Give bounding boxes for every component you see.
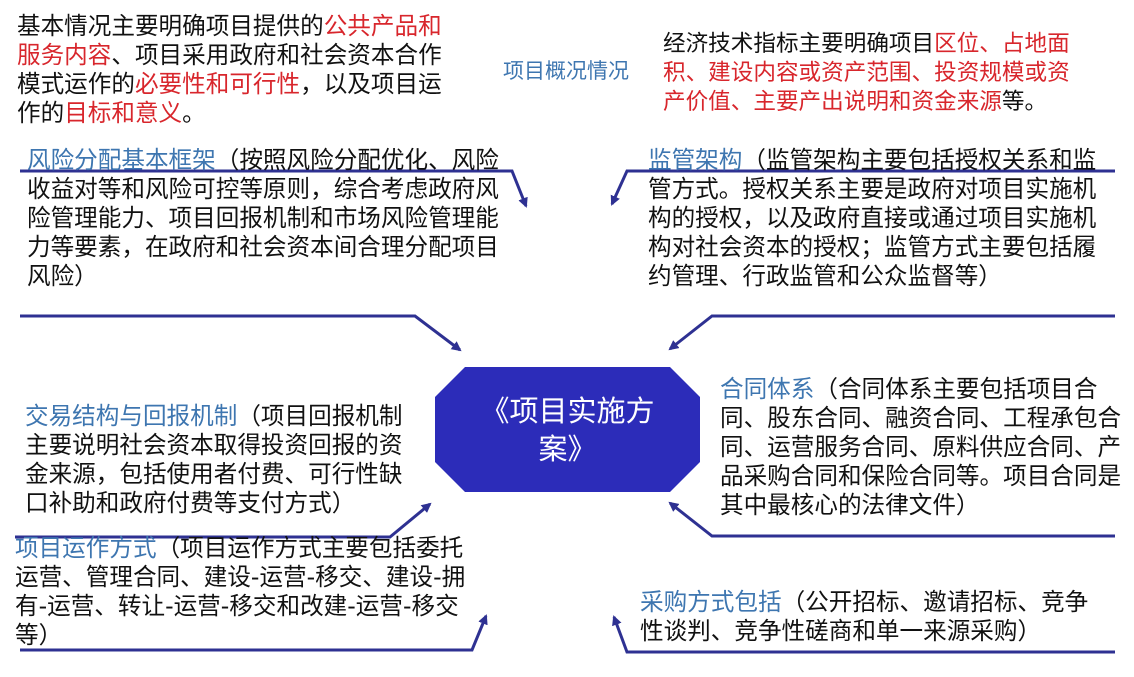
- procurement-label: 采购方式包括: [640, 588, 782, 616]
- risk-label: 风险分配基本框架: [27, 146, 216, 174]
- arrow-upper-right: [668, 314, 1115, 351]
- text-segment: 经济技术指标主要明确项目: [663, 31, 935, 57]
- arrow-risk: [20, 169, 528, 208]
- transaction-text: （项目回报机制主要说明社会资本取得投资回报的资金来源，包括使用者付费、可行性缺口…: [25, 402, 403, 517]
- arrow-transaction: [15, 502, 432, 539]
- transaction-label: 交易结构与回报机制: [25, 402, 238, 430]
- contract-text: （合同体系主要包括项目合同、股东合同、融资合同、工程承包合同、运营服务合同、原料…: [720, 375, 1122, 519]
- overview-label: 项目概况情况: [503, 59, 629, 83]
- center-node: 《项目实施方案》: [435, 367, 700, 492]
- basic-info-text: 基本情况主要明确项目提供的公共产品和服务内容、项目采用政府和社会资本合作模式运作…: [17, 12, 447, 128]
- supervision-label: 监管架构: [648, 146, 743, 174]
- supervision-text: （监管架构主要包括授权关系和监管方式。授权关系主要是政府对项目实施机构的授权，以…: [648, 146, 1097, 290]
- operation-block: 项目运作方式（项目运作方式主要包括委托运营、管理合同、建设-运营-移交、建设-拥…: [15, 534, 480, 650]
- highlight-text: 目标和意义: [64, 99, 183, 127]
- text-segment: 基本情况主要明确项目提供的: [17, 12, 324, 40]
- supervision-block: 监管架构（监管架构主要包括授权关系和监管方式。授权关系主要是政府对项目实施机构的…: [648, 146, 1118, 291]
- procurement-block: 采购方式包括（公开招标、邀请招标、竞争性谈判、竞争性磋商和单一来源采购）: [640, 588, 1095, 646]
- text-segment: ，以及项目运作的: [17, 70, 442, 127]
- operation-text: （项目运作方式主要包括委托运营、管理合同、建设-运营-移交、建设-拥有-运营、转…: [15, 534, 466, 649]
- risk-block: 风险分配基本框架（按照风险分配优化、风险收益对等和风险可控等原则，综合考虑政府风…: [27, 146, 522, 291]
- text-segment: 等。: [1001, 89, 1048, 115]
- arrow-upper-left: [20, 314, 462, 352]
- transaction-block: 交易结构与回报机制（项目回报机制主要说明社会资本取得投资回报的资金来源，包括使用…: [25, 402, 425, 518]
- contract-label: 合同体系: [720, 375, 815, 403]
- contract-block: 合同体系（合同体系主要包括项目合同、股东合同、融资合同、工程承包合同、运营服务合…: [720, 375, 1130, 520]
- procurement-text: （公开招标、邀请招标、竞争性谈判、竞争性磋商和单一来源采购）: [640, 588, 1089, 645]
- text-segment: 、项目采用政府和社会资本合作模式运作的: [17, 41, 442, 98]
- arrow-contract: [668, 501, 1115, 538]
- text-segment: 。: [182, 99, 206, 127]
- highlight-text: 区位、占地面积、建设内容或资产范围、投资规模或资产价值、主要产出说明和资金来源: [663, 31, 1070, 115]
- risk-text: （按照风险分配优化、风险收益对等和风险可控等原则，综合考虑政府风险管理能力、项目…: [27, 146, 499, 290]
- operation-label: 项目运作方式: [15, 534, 157, 562]
- center-title: 《项目实施方案》: [480, 393, 655, 466]
- arrow-procurement: [612, 615, 1115, 654]
- highlight-text: 公共产品和服务内容: [17, 12, 442, 69]
- arrow-operation: [20, 614, 488, 652]
- econ-tech-text: 经济技术指标主要明确项目区位、占地面积、建设内容或资产范围、投资规模或资产价值、…: [663, 30, 1073, 117]
- highlight-text: 必要性和可行性: [134, 70, 301, 98]
- arrow-supervision: [610, 169, 1115, 206]
